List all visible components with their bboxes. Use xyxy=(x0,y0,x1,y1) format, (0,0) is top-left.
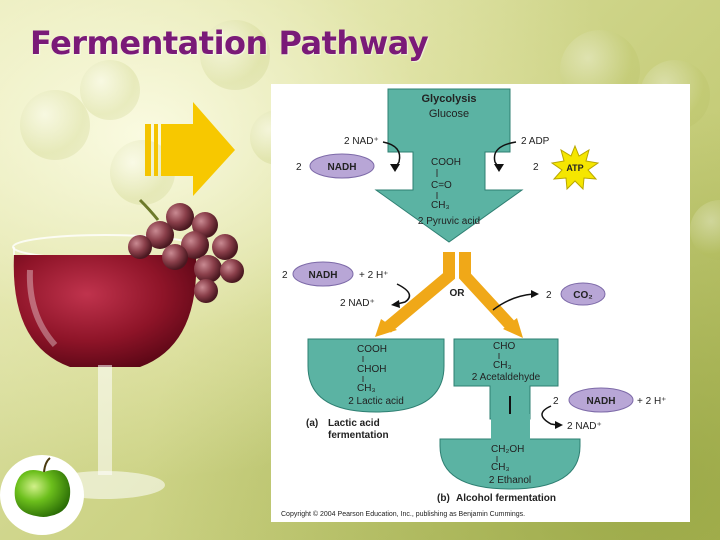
arrowhead xyxy=(531,290,539,298)
branch-plus-h: + 2 H⁺ xyxy=(359,270,388,281)
nadh-count: 2 xyxy=(296,162,302,173)
curved-arrow-ethanol xyxy=(541,405,558,426)
ethanol-nadh-count: 2 xyxy=(553,396,559,407)
copyright-notice: Copyright © 2004 Pearson Education, Inc.… xyxy=(281,510,525,518)
ethanol-nadh-oval xyxy=(568,387,634,413)
nadh-oval xyxy=(309,153,375,179)
ethanol-nad-output: 2 NAD⁺ xyxy=(567,421,602,432)
curved-arrow-branch xyxy=(396,283,411,305)
atp-starburst-icon xyxy=(550,144,600,191)
arrowhead xyxy=(375,319,397,337)
acetaldehyde-ch3: CH₃ xyxy=(493,360,512,371)
ethanol-branch-arrow xyxy=(459,252,516,331)
slide-title: Fermentation Pathway xyxy=(30,24,429,62)
branch-nadh-count: 2 xyxy=(282,270,288,281)
co2-oval xyxy=(560,282,606,306)
glucose-label: Glucose xyxy=(429,108,469,120)
branch-nad-output: 2 NAD⁺ xyxy=(340,298,375,309)
ethanol-plus-h: + 2 H⁺ xyxy=(637,396,666,407)
ethanol-connector xyxy=(491,414,530,442)
glycolysis-label: Glycolysis xyxy=(421,93,476,105)
or-label: OR xyxy=(450,288,466,299)
curved-arrow-left xyxy=(382,141,401,169)
ethanol-label: 2 Ethanol xyxy=(489,475,531,486)
caption-a-line2: fermentation xyxy=(328,430,389,441)
green-apple-illustration xyxy=(0,455,84,535)
curved-arrow-right xyxy=(493,141,517,169)
right-arrow-icon xyxy=(145,102,235,196)
arrowhead xyxy=(503,318,523,338)
pyruvate-ch3: CH₃ xyxy=(431,200,450,211)
wine-glass-illustration xyxy=(12,198,244,499)
fermentation-pathway-diagram: Glycolysis Glucose 2 NAD⁺ 2 NADH COOH C=… xyxy=(271,84,690,522)
branch-nadh-label: NADH xyxy=(309,270,338,281)
co2-count: 2 xyxy=(546,290,552,301)
arrowhead xyxy=(391,300,400,308)
ethanol-product xyxy=(439,438,581,490)
background-grape xyxy=(200,20,270,90)
acetaldehyde-label: 2 Acetaldehyde xyxy=(472,372,541,383)
lactic-choh: CHOH xyxy=(357,364,386,375)
ethanol-ch3: CH₃ xyxy=(491,462,510,473)
background-grape xyxy=(690,200,720,260)
adp-input-label: 2 ADP xyxy=(521,136,550,147)
caption-a-tag: (a) xyxy=(306,418,318,429)
pyruvate-co: C=O xyxy=(431,180,452,191)
caption-a-line1: Lactic acid xyxy=(328,418,380,429)
co2-label: CO₂ xyxy=(573,290,592,301)
nad-input-label: 2 NAD⁺ xyxy=(344,136,379,147)
branch-nadh-oval xyxy=(292,261,354,287)
lactic-acid-product xyxy=(307,338,445,413)
atp-count: 2 xyxy=(533,162,539,173)
arrowhead xyxy=(390,164,400,172)
atp-label: ATP xyxy=(566,163,583,173)
lactic-acid-label: 2 Lactic acid xyxy=(348,396,404,407)
background-grape xyxy=(20,90,90,160)
lactic-branch-arrow xyxy=(383,252,455,333)
glycolysis-arrow xyxy=(374,88,524,243)
background-grape xyxy=(80,60,140,120)
lactic-ch3: CH₃ xyxy=(357,383,376,394)
lactic-cooh: COOH xyxy=(357,344,387,355)
arrowhead xyxy=(494,164,504,172)
co2-arrow xyxy=(492,293,534,311)
ethanol-nadh-label: NADH xyxy=(587,396,616,407)
ethanol-ch2oh: CH₂OH xyxy=(491,444,524,455)
caption-b-label: Alcohol fermentation xyxy=(456,493,556,504)
pyruvate-cooh: COOH xyxy=(431,157,461,168)
acetaldehyde-cho: CHO xyxy=(493,341,515,352)
arrowhead xyxy=(555,421,563,429)
nadh-label: NADH xyxy=(328,162,357,173)
caption-b-tag: (b) xyxy=(437,493,450,504)
pyruvic-acid-label: 2 Pyruvic acid xyxy=(418,216,480,227)
